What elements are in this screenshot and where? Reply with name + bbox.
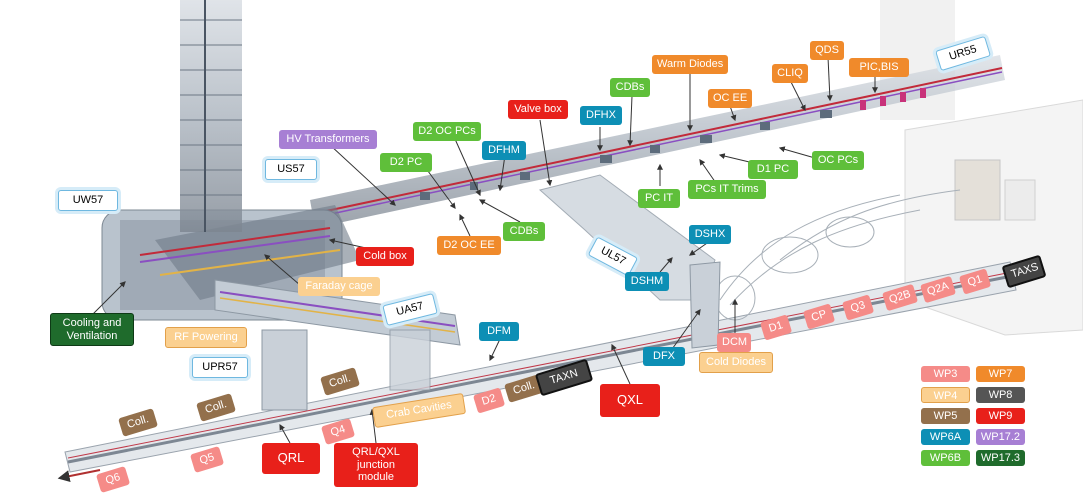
label-d2-pc: D2 PC [380, 153, 432, 172]
label-oc-ee: OC EE [708, 89, 752, 108]
label-d1-pc: D1 PC [748, 160, 798, 179]
label-qds: QDS [810, 41, 844, 60]
label-upr57: UPR57 [192, 357, 248, 378]
label-qrl-qxl-junction: QRL/QXL junction module [334, 443, 418, 487]
label-qrl: QRL [262, 443, 320, 474]
leader-lines [89, 56, 878, 444]
legend-wp17-2: WP17.2 [976, 429, 1025, 445]
legend-wp3: WP3 [921, 366, 970, 382]
label-pic-bis: PIC,BIS [849, 58, 909, 77]
label-hv-transformers: HV Transformers [279, 130, 377, 149]
legend-wp17-3: WP17.3 [976, 450, 1025, 466]
label-pcs-it-trims: PCs IT Trims [688, 180, 766, 199]
vertical-shaft [180, 0, 242, 232]
label-dfhm: DFHM [482, 141, 526, 160]
label-cooling-ventilation: Cooling and Ventilation [50, 313, 134, 347]
legend-wp6b: WP6B [921, 450, 970, 466]
label-us57: US57 [265, 159, 317, 180]
label-cold-diodes: Cold Diodes [699, 352, 773, 373]
legend-wp7: WP7 [976, 366, 1025, 382]
work-package-legend: WP3 WP7 WP4 WP8 WP5 WP9 WP6A WP17.2 WP6B… [921, 366, 1031, 470]
label-warm-diodes: Warm Diodes [652, 55, 728, 74]
label-pc-it: PC IT [638, 189, 680, 208]
legend-wp8: WP8 [976, 387, 1025, 403]
label-dfm: DFM [479, 322, 519, 341]
ul57-gallery [538, 174, 721, 349]
label-cdbs-top: CDBs [610, 78, 650, 97]
label-d2-oc-ee: D2 OC EE [437, 236, 501, 255]
label-dfx: DFX [643, 347, 685, 366]
label-cdbs-mid: CDBs [503, 222, 545, 241]
label-dshm: DSHM [625, 272, 669, 291]
label-dfhx: DFHX [580, 106, 622, 125]
legend-wp5: WP5 [921, 408, 970, 424]
label-cliq: CLIQ [772, 64, 808, 83]
label-dcm: DCM [717, 333, 751, 352]
label-d2-oc-pcs: D2 OC PCs [413, 122, 481, 141]
legend-wp6a: WP6A [921, 429, 970, 445]
label-valve-box: Valve box [508, 100, 568, 119]
label-rf-powering: RF Powering [165, 327, 247, 348]
label-cold-box: Cold box [356, 247, 414, 266]
legend-wp4: WP4 [921, 387, 970, 403]
label-dshx: DSHX [689, 225, 731, 244]
label-faraday-cage: Faraday cage [298, 277, 380, 296]
legend-wp9: WP9 [976, 408, 1025, 424]
ua57-gallery [214, 279, 461, 411]
label-oc-pcs: OC PCs [812, 151, 864, 170]
label-uw57: UW57 [58, 190, 118, 211]
label-qxl: QXL [600, 384, 660, 417]
